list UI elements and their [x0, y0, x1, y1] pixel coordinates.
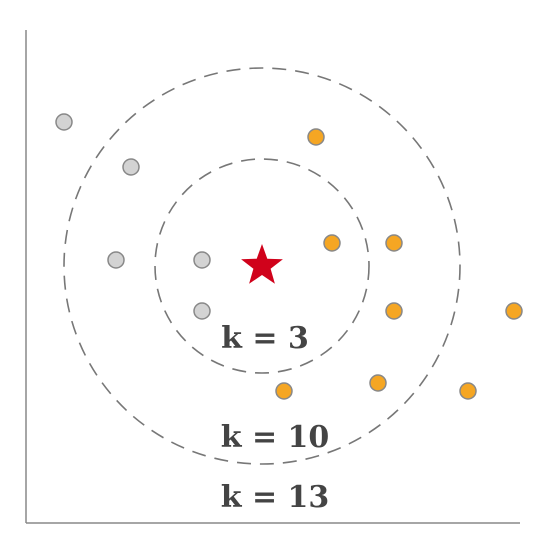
orange-point — [369, 374, 387, 392]
orange-point — [505, 302, 523, 320]
orange-point — [275, 382, 293, 400]
orange-point — [385, 234, 403, 252]
orange-point — [385, 302, 403, 320]
neighborhood-circle-outer — [63, 67, 461, 465]
label-k10: k = 10 — [221, 420, 330, 455]
neighborhood-circle-inner — [154, 158, 370, 374]
orange-point — [323, 234, 341, 252]
gray-point — [107, 251, 125, 269]
orange-point — [459, 382, 477, 400]
gray-point — [193, 251, 211, 269]
label-k3: k = 3 — [221, 321, 309, 356]
gray-point — [122, 158, 140, 176]
gray-point — [55, 113, 73, 131]
gray-point — [193, 302, 211, 320]
query-star-icon — [241, 244, 283, 284]
orange-point — [307, 128, 325, 146]
label-k13: k = 13 — [221, 480, 330, 515]
